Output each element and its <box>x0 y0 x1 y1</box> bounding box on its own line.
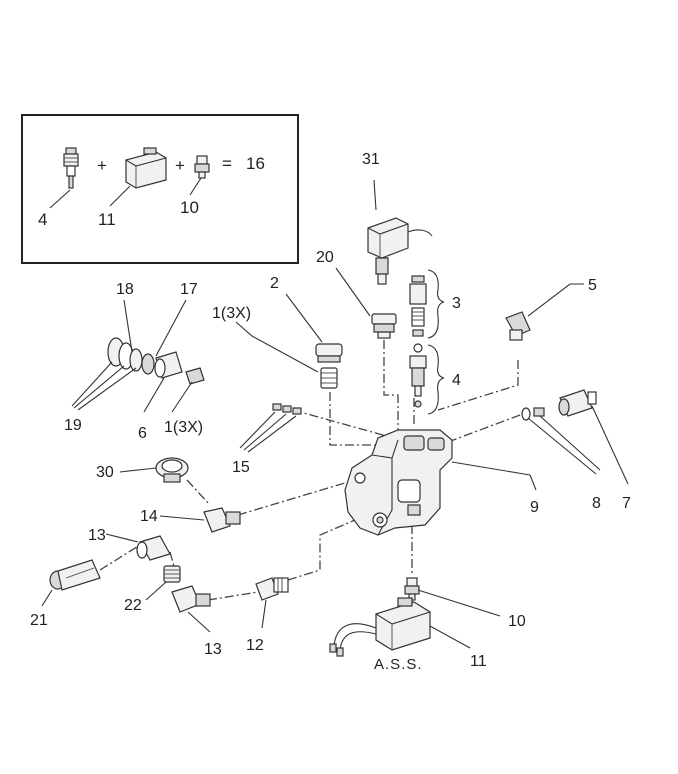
callout-13-top: 13 <box>88 527 106 544</box>
callout-10: 10 <box>508 613 526 630</box>
elbow-part-14 <box>203 507 241 533</box>
check-valve-cluster <box>107 337 205 385</box>
assembly-centerlines <box>99 340 521 601</box>
sensor-part-4 <box>409 343 427 408</box>
callout-22: 22 <box>124 597 142 614</box>
callout-5: 5 <box>588 277 597 294</box>
callout-6: 6 <box>138 425 147 442</box>
callout-2: 2 <box>270 275 279 292</box>
callout-13-bottom: 13 <box>204 641 222 658</box>
gauge-part-30 <box>155 457 189 483</box>
callout-3: 3 <box>452 295 461 312</box>
inset-plus-2: + <box>175 156 185 175</box>
callout-17: 17 <box>180 281 198 298</box>
nipple-part-22 <box>163 565 181 583</box>
callout-4: 4 <box>452 372 461 389</box>
callout-31: 31 <box>362 151 380 168</box>
inset-fitting-part-10 <box>194 155 210 179</box>
elbow-part-13-top <box>136 535 171 561</box>
callout-30: 30 <box>96 464 114 481</box>
inset-label-4: 4 <box>38 210 47 229</box>
plug-part-20 <box>371 313 397 339</box>
callout-19: 19 <box>64 417 82 434</box>
muffler-part-21 <box>49 559 101 591</box>
callout-14: 14 <box>140 508 158 525</box>
seal-part-8 <box>521 407 545 421</box>
callout-1-3x-top: 1(3X) <box>212 305 251 322</box>
sensor-part-31 <box>367 217 433 285</box>
inset-module-part-11 <box>125 147 167 189</box>
inset-result-16: 16 <box>246 154 265 173</box>
elbow-part-13-bottom <box>171 585 211 613</box>
callout-15: 15 <box>232 459 250 476</box>
filter-part-1-top <box>320 367 338 389</box>
callout-8: 8 <box>592 495 601 512</box>
callout-11: 11 <box>470 653 487 670</box>
inset-label-11: 11 <box>98 210 116 229</box>
inset-label-10: 10 <box>180 198 199 217</box>
fitting-part-12 <box>255 577 289 601</box>
callout-9: 9 <box>530 499 539 516</box>
pins-part-15 <box>272 403 302 415</box>
callout-21: 21 <box>30 612 48 629</box>
inset-sensor-part-4 <box>63 147 79 189</box>
inset-plus-1: + <box>97 156 107 175</box>
fitting-part-10 <box>404 577 420 601</box>
connector-part-5 <box>505 311 531 341</box>
callout-12: 12 <box>246 637 264 654</box>
module-part-11 <box>329 597 431 657</box>
callout-20: 20 <box>316 249 334 266</box>
fitting-part-7 <box>558 389 597 417</box>
callout-18: 18 <box>116 281 134 298</box>
cap-part-2 <box>315 343 343 363</box>
valve-body-part-9 <box>344 429 453 536</box>
inset-equals: = <box>222 154 232 173</box>
spring-stack-part-3 <box>409 275 427 337</box>
kit-inset-box: 4 + 11 + 10 = 16 <box>21 114 299 264</box>
callout-7: 7 <box>622 495 631 512</box>
ass-caption: A.S.S. <box>374 656 423 673</box>
callout-1-3x-bottom: 1(3X) <box>164 419 203 436</box>
